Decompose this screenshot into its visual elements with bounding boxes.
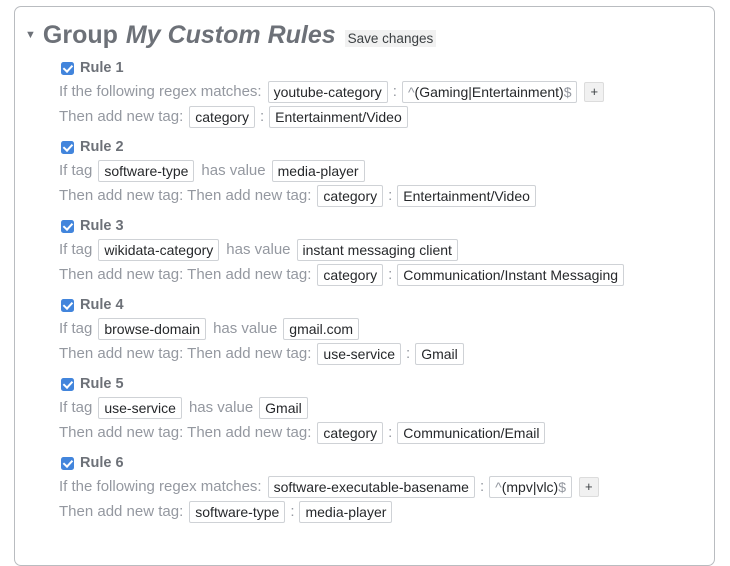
- regex-anchor-end: $: [563, 83, 572, 100]
- action-value-input[interactable]: Communication/Instant Messaging: [397, 263, 625, 286]
- condition-label: If tag: [59, 162, 93, 179]
- rule-enabled-checkbox[interactable]: [61, 377, 74, 391]
- rule-condition-row: If tag software-type has value media-player: [59, 158, 714, 183]
- separator-colon: :: [392, 83, 397, 100]
- group-header: ▼ Group My Custom Rules Save changes: [15, 7, 714, 50]
- rule-enabled-checkbox[interactable]: [61, 140, 74, 154]
- action-value-input[interactable]: Gmail: [415, 342, 464, 365]
- condition-label: If tag: [59, 399, 93, 416]
- condition-value-input[interactable]: gmail.com: [283, 317, 360, 340]
- rules-list: Rule 1 If the following regex matches: you…: [15, 60, 714, 524]
- rule-2: Rule 2 If tag software-type has value media-…: [25, 139, 714, 208]
- rule-condition-row: If tag wikidata-category has value instant …: [59, 237, 714, 262]
- separator-colon: :: [479, 478, 485, 495]
- action-value-input[interactable]: Entertainment/Video: [397, 184, 536, 207]
- rule-title-row: Rule 5: [61, 376, 714, 392]
- condition-value-input[interactable]: media-player: [271, 159, 365, 182]
- rule-3: Rule 3 If tag wikidata-category has value in…: [25, 218, 714, 287]
- group-label: Group: [42, 21, 118, 49]
- rule-4: Rule 4 If tag browse-domain has value gmail.…: [25, 297, 714, 366]
- action-value-input[interactable]: media-player: [299, 500, 393, 523]
- condition-tag-input[interactable]: youtube-category: [267, 80, 388, 103]
- rule-action-row: Then add new tag: Then add new tag: categ…: [59, 183, 714, 208]
- rule-title-row: Rule 1: [61, 60, 714, 76]
- condition-value-input[interactable]: Gmail: [259, 396, 308, 419]
- rule-title: Rule 1: [80, 60, 124, 76]
- action-label: Then add new tag: Then add new tag:: [59, 345, 312, 362]
- triangle-down-icon[interactable]: ▼: [25, 29, 36, 41]
- rule-action-row: Then add new tag: Then add new tag: use-s…: [59, 341, 714, 366]
- rule-title: Rule 2: [80, 139, 124, 155]
- rule-action-row: Then add new tag: Then add new tag: categ…: [59, 420, 714, 445]
- rule-title: Rule 6: [80, 455, 124, 471]
- rule-title-row: Rule 6: [61, 455, 714, 471]
- regex-body: (mpv|vlc): [501, 478, 559, 495]
- add-condition-button[interactable]: +: [584, 81, 605, 102]
- rule-condition-row: If tag browse-domain has value gmail.com: [59, 316, 714, 341]
- rule-1: Rule 1 If the following regex matches: you…: [25, 60, 714, 129]
- condition-tag-input[interactable]: wikidata-category: [98, 238, 220, 261]
- regex-anchor-end: $: [558, 478, 567, 495]
- group-name: My Custom Rules: [125, 21, 336, 49]
- separator-colon: :: [406, 345, 411, 362]
- action-label: Then add new tag: Then add new tag:: [59, 266, 312, 283]
- action-value-input[interactable]: Entertainment/Video: [269, 105, 408, 128]
- action-label: Then add new tag: Then add new tag:: [59, 424, 312, 441]
- rule-action-row: Then add new tag: category:Entertainment/…: [59, 104, 714, 129]
- action-tag-input[interactable]: use-service: [317, 342, 402, 365]
- condition-label: If the following regex matches:: [59, 478, 262, 495]
- rule-condition-row: If the following regex matches: software-…: [59, 474, 714, 499]
- separator-colon: :: [259, 108, 265, 125]
- rule-enabled-checkbox[interactable]: [61, 298, 74, 312]
- action-tag-input[interactable]: category: [189, 105, 255, 128]
- condition-mid-label: has value: [188, 399, 254, 416]
- rule-title: Rule 4: [80, 297, 124, 313]
- condition-tag-input[interactable]: browse-domain: [98, 317, 207, 340]
- separator-colon: :: [290, 503, 295, 520]
- action-label: Then add new tag: Then add new tag:: [59, 187, 312, 204]
- rule-condition-row: If tag use-service has value Gmail: [59, 395, 714, 420]
- rule-title: Rule 3: [80, 218, 124, 234]
- condition-tag-input[interactable]: use-service: [98, 396, 182, 419]
- condition-label: If the following regex matches:: [59, 83, 262, 100]
- rule-action-row: Then add new tag: Then add new tag: categ…: [59, 262, 714, 287]
- save-changes-button[interactable]: Save changes: [344, 30, 437, 47]
- action-tag-input[interactable]: category: [317, 184, 384, 207]
- condition-value-input[interactable]: instant messaging client: [296, 238, 458, 261]
- action-value-input[interactable]: Communication/Email: [397, 421, 546, 444]
- action-label: Then add new tag:: [59, 108, 184, 125]
- rule-title-row: Rule 2: [61, 139, 714, 155]
- rule-title: Rule 5: [80, 376, 124, 392]
- rules-group-panel: ▼ Group My Custom Rules Save changes Rul…: [14, 6, 715, 566]
- add-condition-button[interactable]: +: [579, 476, 599, 497]
- rule-6: Rule 6 If the following regex matches: sof…: [25, 455, 714, 524]
- condition-label: If tag: [59, 320, 93, 337]
- regex-anchor-start: ^: [495, 478, 502, 495]
- action-tag-input[interactable]: software-type: [189, 500, 286, 523]
- condition-label: If tag: [59, 241, 93, 258]
- separator-colon: :: [388, 187, 393, 204]
- regex-anchor-start: ^: [407, 83, 415, 100]
- separator-colon: :: [388, 266, 393, 283]
- separator-colon: :: [388, 424, 393, 441]
- action-tag-input[interactable]: category: [317, 421, 384, 444]
- action-tag-input[interactable]: category: [317, 263, 384, 286]
- regex-body: (Gaming|Entertainment): [414, 83, 564, 100]
- action-label: Then add new tag:: [59, 503, 184, 520]
- condition-mid-label: has value: [201, 162, 266, 179]
- condition-tag-input[interactable]: software-executable-basename: [267, 475, 475, 498]
- rule-enabled-checkbox[interactable]: [61, 219, 74, 233]
- rule-title-row: Rule 4: [61, 297, 714, 313]
- rule-condition-row: If the following regex matches: youtube-c…: [59, 79, 714, 104]
- rule-enabled-checkbox[interactable]: [61, 61, 74, 75]
- condition-mid-label: has value: [213, 320, 278, 337]
- condition-mid-label: has value: [226, 241, 291, 258]
- condition-tag-input[interactable]: software-type: [98, 159, 195, 182]
- rule-title-row: Rule 3: [61, 218, 714, 234]
- rule-enabled-checkbox[interactable]: [61, 456, 74, 470]
- rule-action-row: Then add new tag: software-type:media-pla…: [59, 499, 714, 524]
- regex-input[interactable]: ^(Gaming|Entertainment)$: [401, 80, 578, 103]
- regex-input[interactable]: ^(mpv|vlc)$: [489, 475, 573, 498]
